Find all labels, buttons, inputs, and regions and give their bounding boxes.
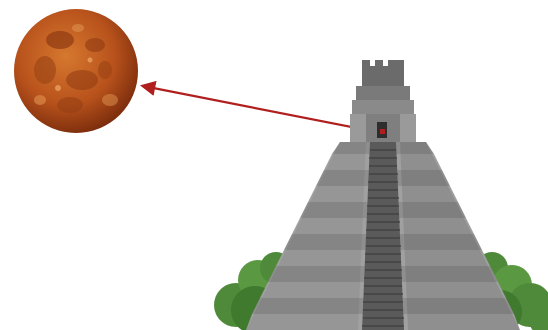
sightline-arrow — [143, 86, 382, 133]
temple-icon — [246, 60, 520, 330]
moon-icon — [14, 9, 138, 133]
